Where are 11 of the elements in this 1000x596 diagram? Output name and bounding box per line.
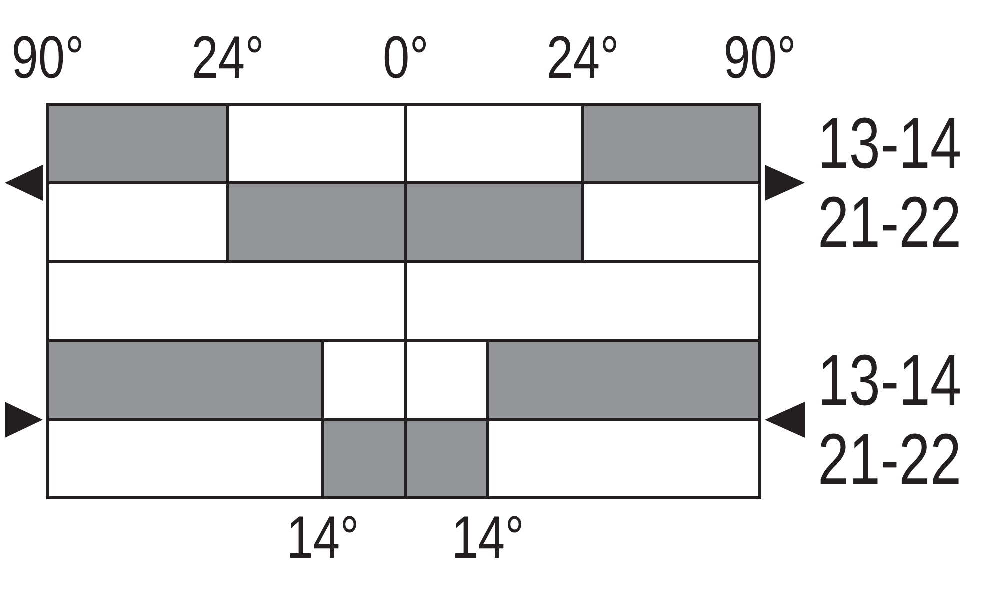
angle-label: 24°	[192, 28, 264, 88]
contact-label: 13-14	[818, 108, 962, 180]
angle-label: 14°	[452, 508, 524, 568]
angle-label: 14°	[286, 508, 360, 568]
contact-label: 21-22	[818, 424, 962, 496]
angle-label: 90°	[724, 28, 796, 88]
angle-label: 90°	[12, 28, 84, 88]
angle-label: 24°	[546, 28, 620, 88]
contact-label: 13-14	[818, 345, 962, 417]
angle-label: 0°	[383, 28, 429, 88]
contact-label: 21-22	[818, 187, 962, 259]
